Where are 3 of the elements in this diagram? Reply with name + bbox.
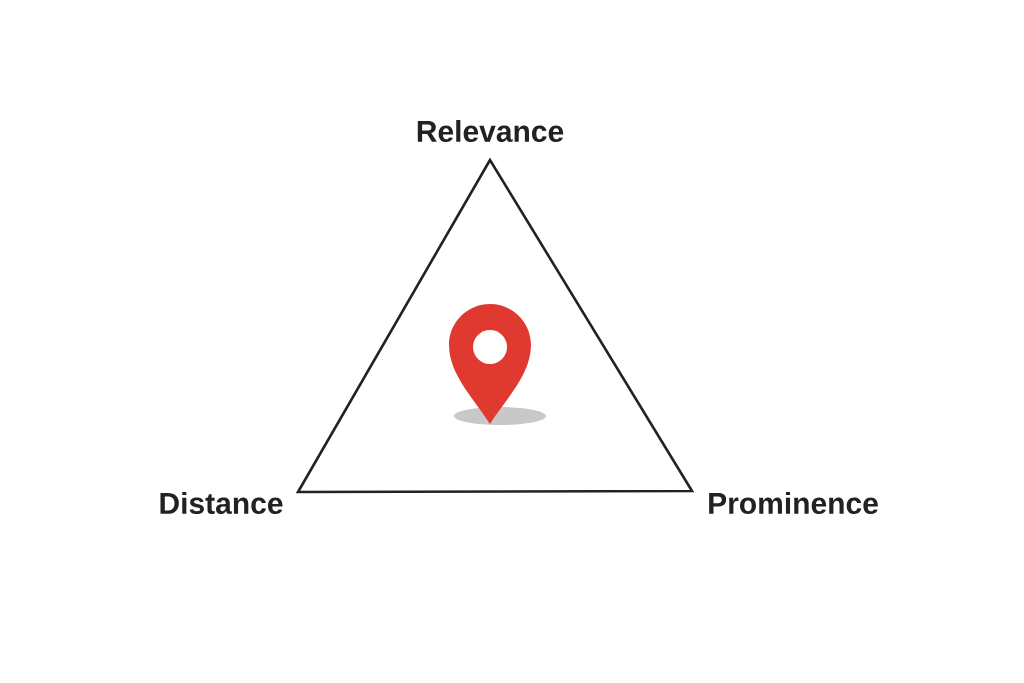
vertex-label: Relevance	[417, 120, 564, 142]
vertex-label: Prominence	[709, 492, 878, 515]
vertex-label: Distance	[160, 492, 283, 515]
